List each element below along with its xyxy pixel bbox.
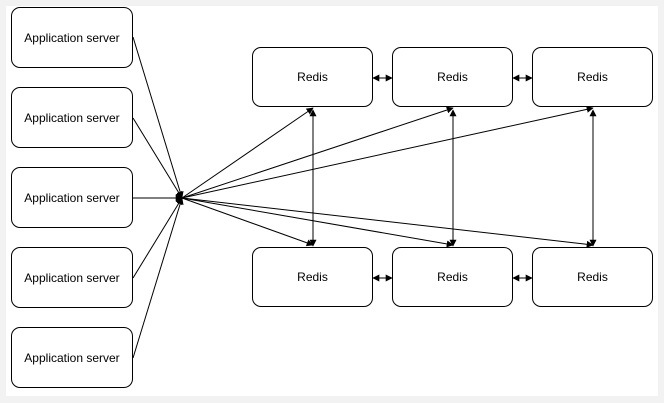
connector-hub-redis-top-1: [181, 107, 314, 199]
app-server-label: Application server: [24, 110, 120, 125]
app-server-label: Application server: [24, 30, 120, 45]
connector-hub-redis-bottom-2: [181, 197, 454, 248]
app-server-node: Application server: [11, 167, 133, 228]
app-server-label: Application server: [24, 190, 120, 205]
app-server-label: Application server: [24, 270, 120, 285]
connector-hub-redis-bottom-1: [181, 197, 314, 247]
redis-node: Redis: [532, 247, 653, 307]
redis-label: Redis: [577, 70, 608, 84]
redis-label: Redis: [297, 70, 328, 84]
app-server-node: Application server: [11, 247, 133, 308]
connector-app2-hub: [132, 117, 183, 199]
app-server-node: Application server: [11, 87, 133, 148]
redis-label: Redis: [437, 70, 468, 84]
app-server-node: Application server: [11, 7, 133, 68]
connector-hub-redis-top-2: [181, 106, 454, 199]
connector-hub-redis-top-3: [181, 105, 594, 199]
redis-label: Redis: [577, 270, 608, 284]
redis-node: Redis: [532, 47, 653, 107]
redis-node: Redis: [252, 247, 373, 307]
redis-label: Redis: [297, 270, 328, 284]
redis-node: Redis: [252, 47, 373, 107]
connector-app5-hub: [132, 197, 184, 359]
connector-app1-hub: [132, 36, 184, 199]
connector-app4-hub: [132, 197, 183, 279]
redis-node: Redis: [392, 47, 513, 107]
redis-node: Redis: [392, 247, 513, 307]
redis-label: Redis: [437, 270, 468, 284]
connector-hub-redis-bottom-3: [181, 197, 594, 248]
app-server-label: Application server: [24, 350, 120, 365]
app-server-node: Application server: [11, 327, 133, 388]
